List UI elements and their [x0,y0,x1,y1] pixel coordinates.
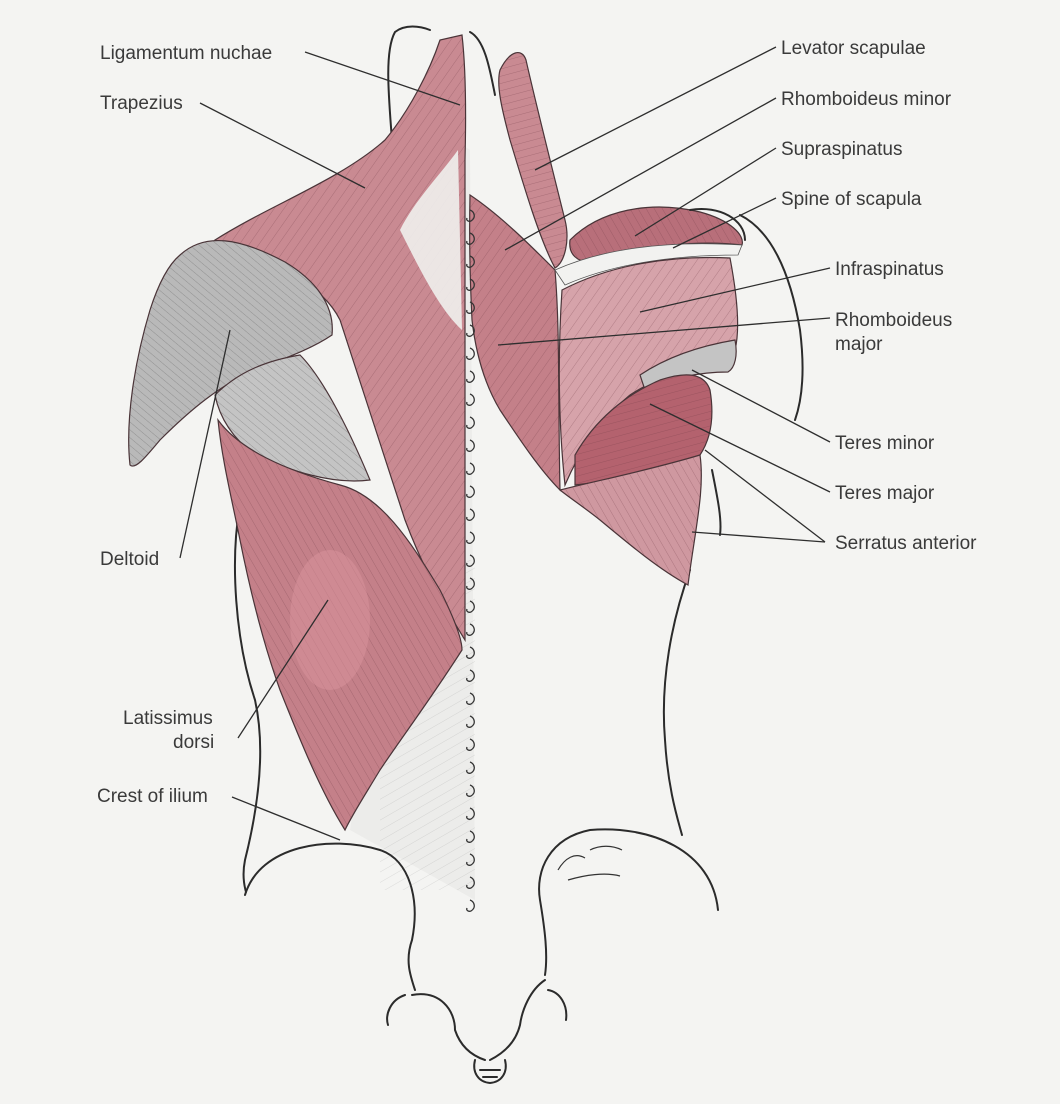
spinous-process [466,324,475,337]
spinous-process [466,600,475,613]
trapezius-muscle [213,34,467,643]
leader-serratus-1 [704,449,826,543]
leader-rhomboideus-major [497,317,831,346]
body-outline [234,25,804,1084]
label-latissimus-line1: Latissimus [123,708,213,729]
spinous-process [466,853,475,866]
spinous-process [466,715,475,728]
spinous-process [466,255,475,268]
leader-rhomboideus-minor [504,97,777,251]
spinous-process [466,232,475,245]
leader-deltoid [179,329,231,559]
label-rhomboideus-minor: Rhomboideus minor [781,89,952,110]
spinous-process [466,761,475,774]
leader-teres-major [649,403,831,493]
leader-lines [179,46,831,841]
spinous-process [466,899,475,912]
label-supraspinatus: Supraspinatus [781,139,902,160]
levator-scapulae-muscle [498,52,568,269]
rhomboideus-muscle [469,193,561,492]
spinous-process [466,508,475,521]
leader-serratus-2 [691,531,826,543]
spinous-process [466,485,475,498]
label-serratus-anterior: Serratus anterior [835,533,977,554]
spinous-process [466,439,475,452]
latissimus-dorsi-muscle [217,417,463,832]
spinous-process [466,301,475,314]
label-infraspinatus: Infraspinatus [835,259,944,280]
label-ligamentum-nuchae: Ligamentum nuchae [100,43,272,64]
scapula-region [554,206,746,586]
spinous-processes [466,209,475,912]
spinous-process [466,531,475,544]
spinous-process [466,370,475,383]
spinous-process [466,416,475,429]
label-rhomboideus-major-line1: Rhomboideus [835,310,952,331]
leader-spine-of-scapula [672,197,777,249]
label-rhomboideus-major-line2: major [835,334,883,355]
leader-latissimus [237,599,329,739]
label-deltoid: Deltoid [100,549,159,570]
label-teres-minor: Teres minor [835,433,935,454]
teres-left-region [214,354,371,482]
label-crest-of-ilium: Crest of ilium [97,786,208,807]
spinous-process [466,393,475,406]
spinous-process [466,646,475,659]
spinous-process [466,830,475,843]
spinous-process [466,347,475,360]
leader-crest-of-ilium [231,796,341,841]
leader-ligamentum-nuchae [304,51,461,106]
spinous-process [466,738,475,751]
label-latissimus-line2: dorsi [173,732,214,753]
leader-trapezius [199,102,366,189]
spinous-process [466,692,475,705]
spinous-process [466,807,475,820]
spinous-process [466,209,475,222]
spinous-process [466,462,475,475]
labels: Ligamentum nuchae Trapezius Deltoid Lati… [97,38,977,807]
leader-teres-minor [691,369,831,443]
artist-signature-icon [557,845,623,881]
label-spine-of-scapula: Spine of scapula [781,189,922,210]
leader-levator-scapulae [534,46,777,171]
leader-supraspinatus [634,147,777,237]
spinous-process [466,554,475,567]
spinous-process [466,876,475,889]
label-trapezius: Trapezius [100,93,183,114]
spinous-process [466,623,475,636]
label-levator-scapulae: Levator scapulae [781,38,926,59]
spinous-process [466,577,475,590]
label-teres-major: Teres major [835,483,935,504]
spinous-process [466,784,475,797]
leader-infraspinatus [639,267,831,313]
deltoid-muscle [128,239,333,467]
spinous-process [466,278,475,291]
spinous-process [466,669,475,682]
